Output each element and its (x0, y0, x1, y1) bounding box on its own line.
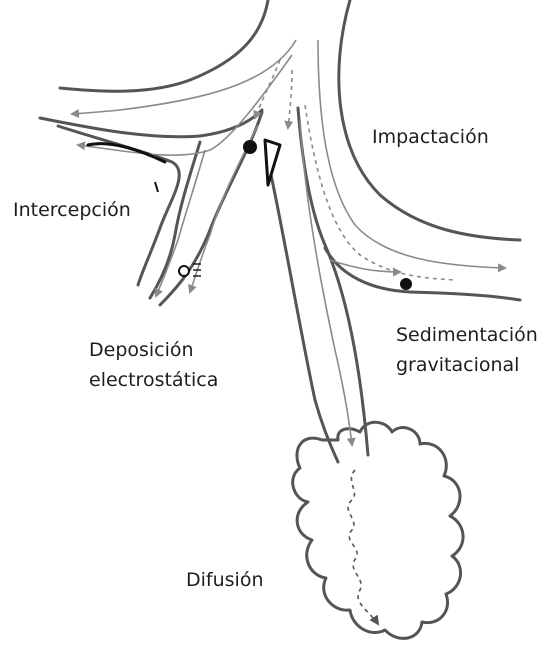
electrostatic-line1: Deposición (89, 335, 218, 365)
central-airway-right-wall (298, 108, 368, 455)
flow-arrow-left-upper (72, 40, 296, 114)
sedimentation-line2: gravitacional (396, 350, 538, 380)
electrostatic-deposition-label: Deposición electrostática (89, 335, 218, 395)
trachea-left-wall (60, 0, 268, 91)
trachea-right-wall (339, 0, 520, 240)
flow-arrow-dashed-center (288, 70, 292, 128)
electrostatic-line2: electrostática (89, 365, 218, 395)
sedimentation-particle (400, 278, 412, 290)
interception-tick (155, 182, 158, 192)
electrostatic-charge-marks (193, 264, 201, 276)
interception-label: Intercepción (13, 195, 131, 225)
electrostatic-particle (179, 266, 189, 276)
flow-arrow-right (318, 40, 505, 268)
alveolar-sac (293, 422, 463, 638)
impaction-label: Impactación (372, 122, 489, 152)
right-bronchus-lower-wall (325, 248, 520, 300)
sedimentation-line1: Sedimentación (396, 320, 538, 350)
diffusion-label: Difusión (186, 565, 263, 595)
sedimentation-label: Sedimentación gravitacional (396, 320, 538, 380)
flow-arrow-central (300, 120, 352, 445)
diffusion-text: Difusión (186, 565, 263, 595)
impaction-particle (243, 140, 257, 154)
impaction-text: Impactación (372, 122, 489, 152)
interception-fiber (88, 144, 165, 162)
diffusion-path (348, 470, 378, 624)
interception-text: Intercepción (13, 195, 131, 225)
